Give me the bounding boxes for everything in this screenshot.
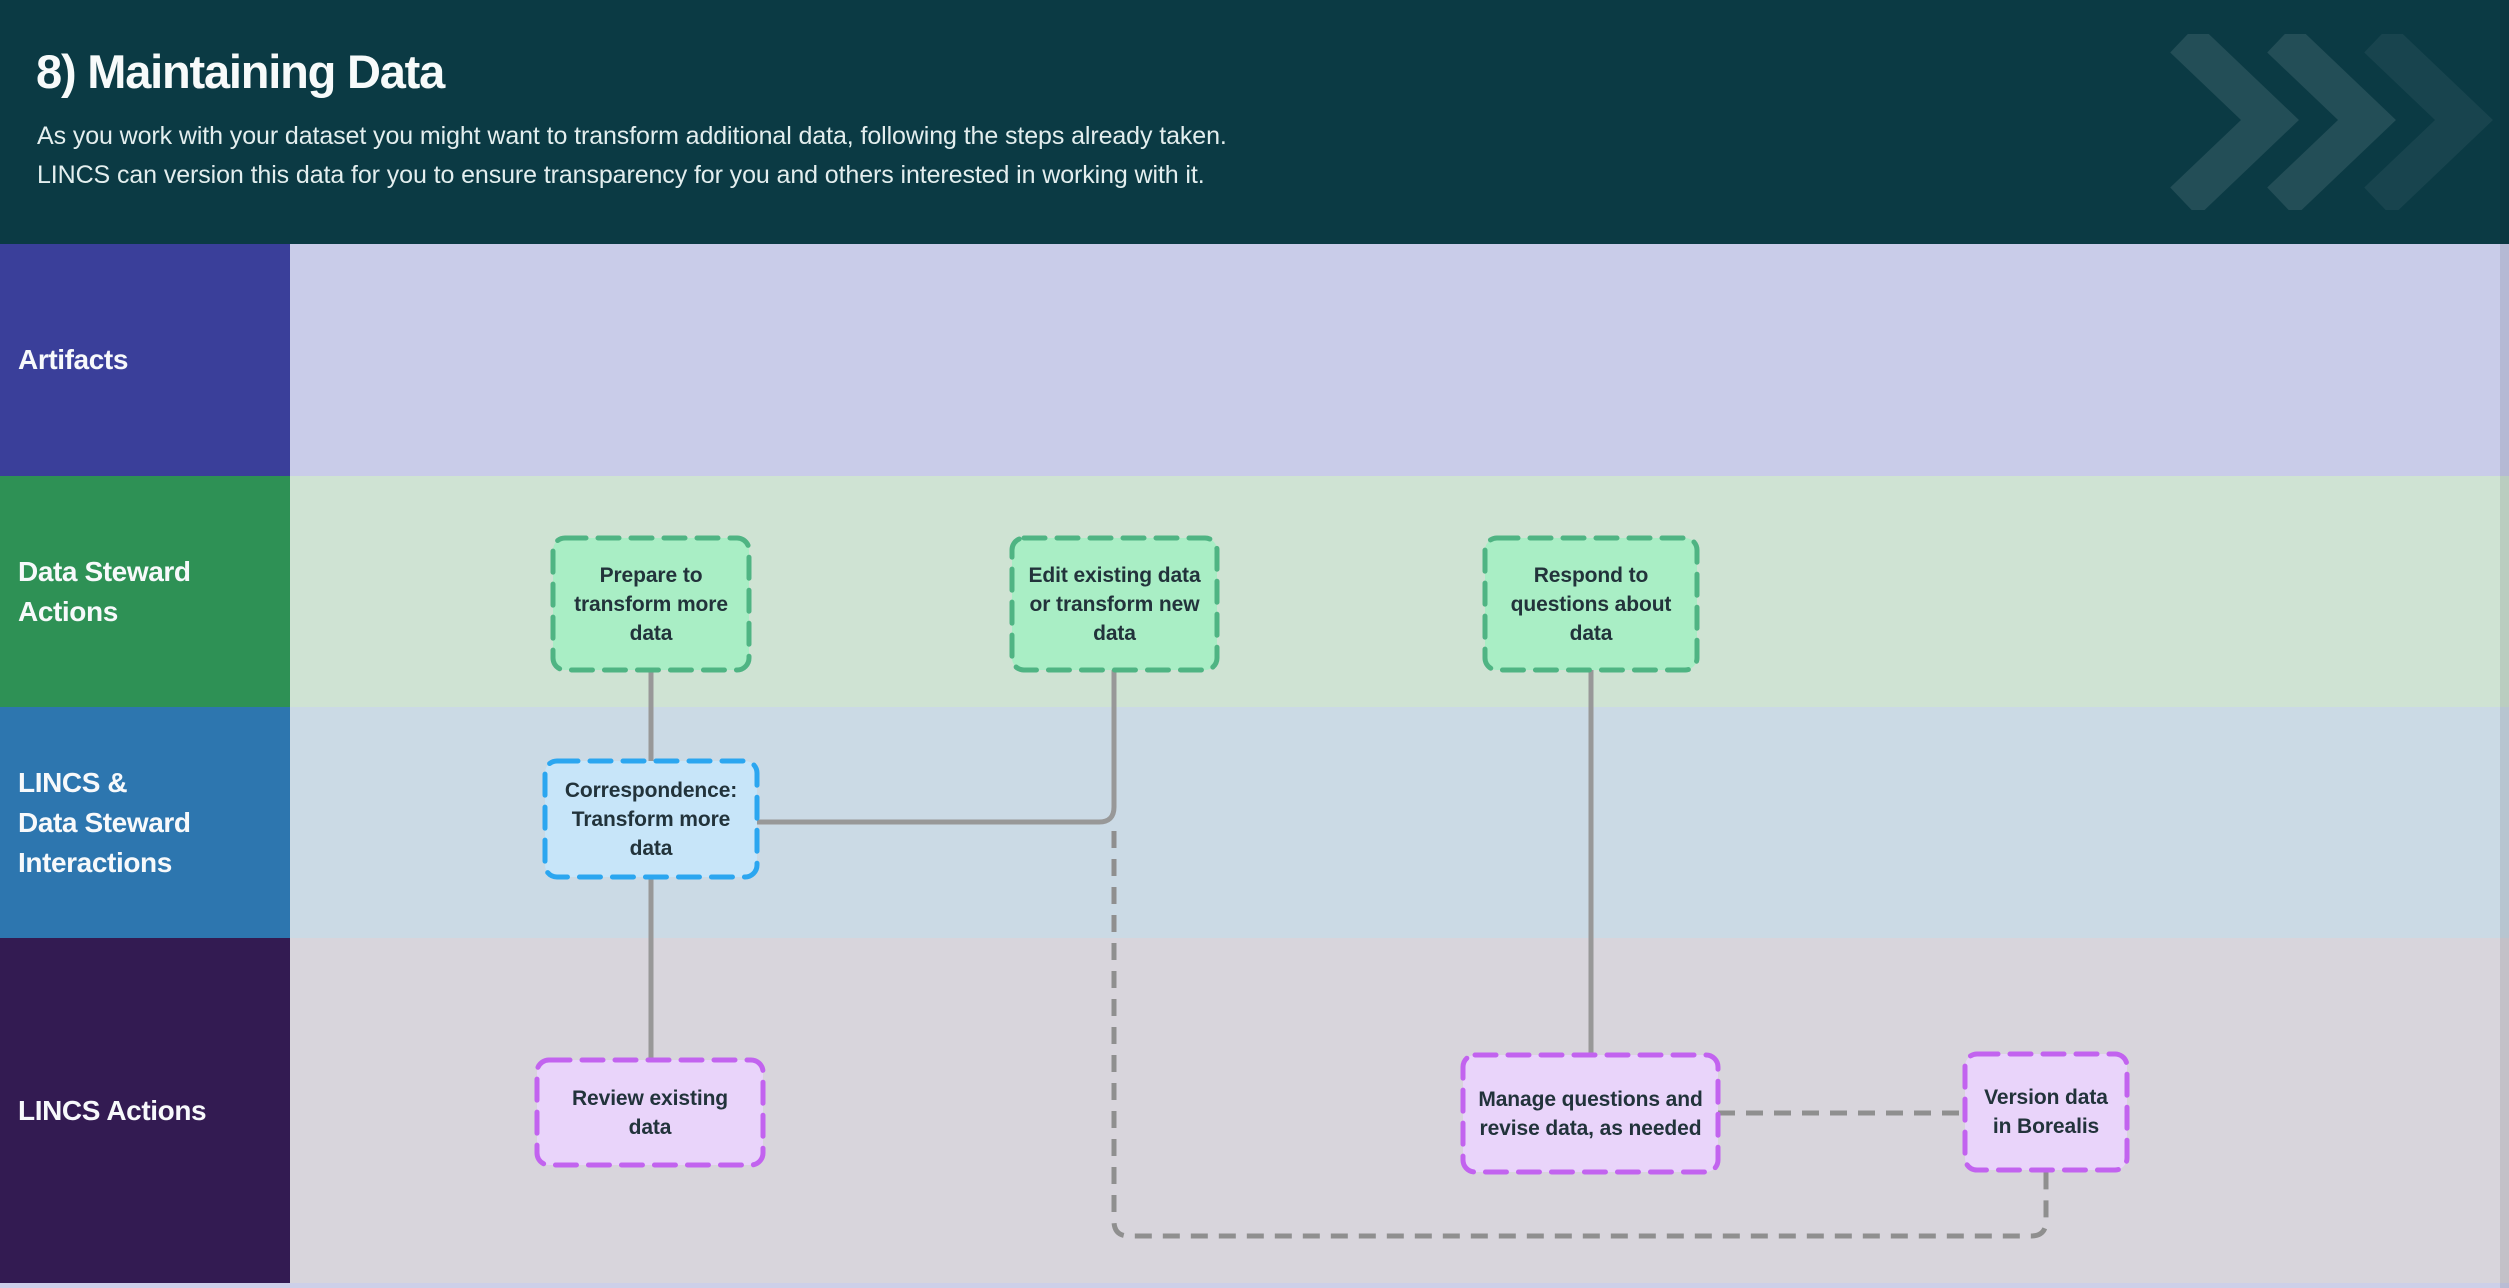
lane-label-lincs-actions: LINCS Actions <box>0 938 290 1283</box>
node-correspondence-label: Correspondence: Transform more data <box>564 778 738 860</box>
page-description: As you work with your dataset you might … <box>37 122 1227 189</box>
lane-lincs-data-steward-interactions: LINCS & Data Steward Interactions <box>0 707 2509 938</box>
right-edge-shade <box>2500 0 2509 1288</box>
lane-label-data-steward-actions: Data Steward Actions <box>0 476 290 707</box>
node-respond-to-questions-label: Respond to questions about data <box>1510 563 1672 645</box>
header: 8) Maintaining Data As you work with you… <box>0 0 2509 244</box>
node-version-data-borealis-label: Version data in Borealis <box>1984 1086 2108 1138</box>
next-section-strip <box>0 1283 2509 1288</box>
page-title: 8) Maintaining Data <box>36 45 445 98</box>
lane-lincs-actions: LINCS Actions <box>0 938 2509 1283</box>
chevrons-right-icon <box>2170 34 2493 210</box>
node-prepare-to-transform-label: Prepare to transform more data <box>574 563 728 645</box>
lane-artifacts: Artifacts <box>0 244 2509 476</box>
lane-data-steward-actions: Data Steward Actions <box>0 476 2509 707</box>
node-review-existing-data-label: Review existing data <box>571 1086 729 1139</box>
node-manage-questions-label: Manage questions and revise data, as nee… <box>1478 1087 1703 1140</box>
lane-label-lincs-data-steward-interactions: LINCS & Data Steward Interactions <box>0 707 290 938</box>
node-edit-existing-data-label: Edit existing data or transform new data <box>1028 563 1201 645</box>
lane-body-artifacts <box>290 244 2509 476</box>
lane-label-artifacts: Artifacts <box>0 244 290 476</box>
